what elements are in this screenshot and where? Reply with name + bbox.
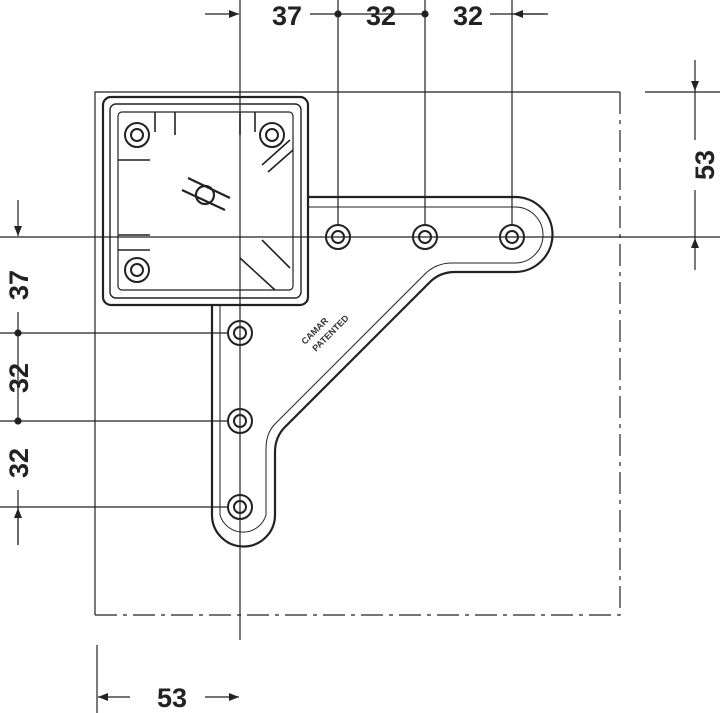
top-dimension-1: 37 [272, 1, 302, 31]
right-dimension-line [645, 60, 720, 270]
corner-bracket [101, 95, 554, 548]
left-dimension-3: 32 [4, 448, 34, 478]
left-dimension-1: 37 [4, 270, 34, 300]
top-dimension-3: 32 [453, 1, 483, 31]
bracket-holes [124, 122, 525, 520]
left-dimension-line [0, 200, 720, 545]
panel-outline [94, 91, 621, 616]
top-dimension-2: 32 [366, 1, 396, 31]
bottom-dimension-line [96, 645, 239, 713]
bottom-dimension: 53 [157, 683, 187, 713]
left-dimension-2: 32 [4, 363, 34, 393]
right-dimension: 53 [690, 150, 720, 180]
